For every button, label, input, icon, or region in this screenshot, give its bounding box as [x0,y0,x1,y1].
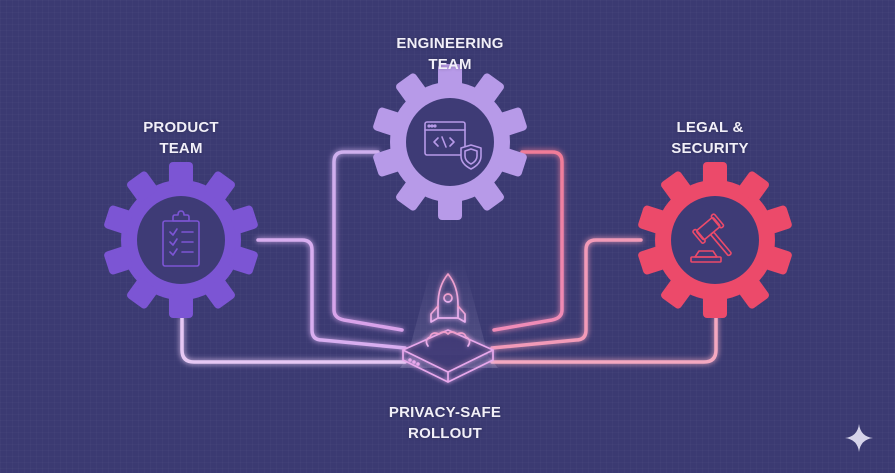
connector-legal-outer [490,316,718,364]
rollout-title-line-2: ROLLOUT [408,425,482,442]
legal-title-line-2: SECURITY [671,140,749,157]
product-gear [103,162,259,318]
legal-gear [637,162,793,318]
rocket-icon [425,273,471,347]
connector-product-outer [180,316,407,364]
code-window-shield-icon [424,121,482,170]
rollout-title-line-1: PRIVACY-SAFE [388,404,502,421]
sparkle-icon [845,424,873,452]
product-title-line-1: PRODUCT [143,119,219,136]
connector-engineering-right [492,150,564,332]
engineering-team-label: ENGINEERING TEAM [360,33,540,75]
rollout-node [400,260,498,383]
gavel-icon [690,213,732,263]
product-team-label: PRODUCT TEAM [91,117,271,159]
connector-product-inner [256,238,407,350]
legal-title-line-1: LEGAL & [676,119,744,136]
platform-icon [402,329,494,383]
privacy-safe-rollout-label: PRIVACY-SAFE ROLLOUT [355,402,535,444]
legal-security-label: LEGAL & SECURITY [620,117,800,159]
product-title-line-2: TEAM [159,140,203,157]
connector-legal-inner [490,238,643,350]
connector-engineering-left [332,150,404,332]
clipboard-checklist-icon [162,210,200,267]
engineering-title-line-2: TEAM [428,56,472,73]
engineering-title-line-1: ENGINEERING [396,35,504,52]
engineering-gear [372,64,528,220]
connector-lines [180,150,718,364]
